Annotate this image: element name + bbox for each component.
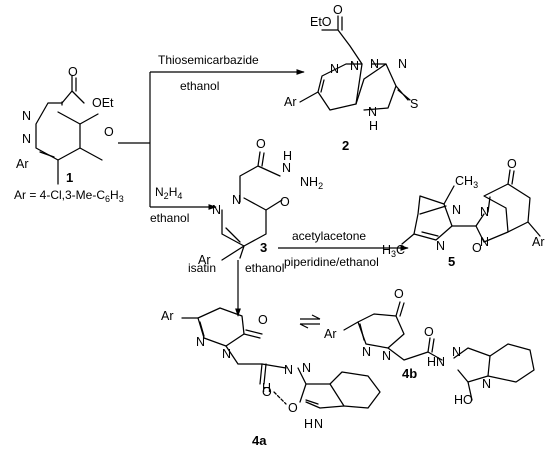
atom-c2-n-triazole-1: N (370, 57, 379, 71)
compound-number-2: 2 (342, 138, 349, 153)
equilibrium-arrows (299, 314, 321, 329)
compound-3-structure (221, 151, 283, 261)
compound-4a-structure (181, 307, 381, 409)
atom-c5-n-pyridazine-1: N (480, 205, 489, 219)
atom-c2-n-ring: N (330, 62, 339, 76)
atom-c4a-nh: N (284, 363, 293, 377)
atom-c3-nh2: NH2 (300, 175, 323, 191)
atom-c4a-indole-n: N (314, 417, 323, 431)
atom-c3-aryl: Ar (198, 253, 211, 267)
compound-1-structure (35, 75, 103, 185)
atom-c2-n-link: N (350, 59, 359, 73)
condition-to-5-solvent: piperidine/ethanol (284, 255, 379, 269)
atom-c4a-indole-h: H (304, 417, 313, 431)
atom-c5-ch3: CH3 (455, 174, 478, 190)
atom-c5-n-pyrazole-2: N (436, 239, 445, 253)
atom-c4b-hydrazone-n: N (452, 345, 461, 359)
atom-c4b-nh: N (436, 355, 445, 369)
atom-c3-ring-o: O (280, 195, 290, 209)
compound-number-1: 1 (66, 170, 73, 185)
atom-c1-n2: N (22, 132, 31, 146)
atom-c4a-hydrazone-n: N (302, 361, 311, 375)
atom-c4b-n1: N (362, 345, 371, 359)
atom-c4b-oh: HO (454, 393, 473, 407)
atom-c1-ring-o: O (104, 125, 114, 139)
atom-c4a-n2: N (222, 347, 231, 361)
branch-lines (118, 72, 151, 207)
atom-c1-ester: OEt (92, 96, 114, 110)
atom-c1-aryl: Ar (16, 157, 29, 171)
atom-c5-ring-o: O (507, 157, 517, 171)
atom-c4b-n2: N (382, 349, 391, 363)
atom-c2-n-triazole-2: N (398, 57, 407, 71)
compound-number-4a: 4a (252, 433, 267, 448)
atom-c5-n-pyridazine-2: N (480, 235, 489, 249)
condition-to-3-solvent: ethanol (150, 211, 189, 225)
condition-to-4-solvent: ethanol (245, 261, 284, 275)
atom-c2-ester: EtO (310, 15, 332, 29)
atom-c4a-amide-o: O (262, 385, 272, 399)
atom-c5-h3c: H3C (382, 243, 405, 259)
condition-to-2-reagent: Thiosemicarbazide (158, 53, 259, 67)
condition-to-5-reagent: acetylacetone (292, 229, 366, 243)
atom-c3-n1: N (232, 193, 241, 207)
condition-to-3-reagent: N2H4 (155, 185, 182, 201)
atom-c5-amide-o: O (472, 241, 482, 255)
atom-c4a-indole-o: O (288, 401, 298, 415)
atom-c3-nh: N (282, 161, 291, 175)
compound-number-4b: 4b (402, 366, 417, 381)
condition-to-2-solvent: ethanol (180, 79, 219, 93)
atom-c2-carbonyl: O (333, 3, 343, 17)
compound-4b-structure (343, 301, 535, 401)
condition-to-4-reagent: isatin (188, 261, 216, 275)
atom-c4b-ring-o: O (394, 287, 404, 301)
atom-c5-aryl: Ar (532, 235, 545, 249)
compound-2-structure (299, 15, 411, 111)
atom-c1-n1: N (22, 109, 31, 123)
atom-c4a-ring-o: O (258, 313, 268, 327)
atom-c4a-h: H (262, 381, 271, 395)
compound-5-structure (401, 169, 541, 245)
compound-number-3: 3 (260, 240, 267, 255)
atom-c2-thione: S (410, 97, 418, 111)
atom-c3-n2: N (212, 203, 221, 217)
compound-number-5: 5 (448, 254, 455, 269)
atom-c4b-indole-n: N (482, 377, 491, 391)
atom-c4b-amide-o: O (424, 325, 434, 339)
aryl-definition: Ar = 4-Cl,3-Me-C6H3 (14, 188, 124, 204)
atom-c5-n-pyrazole-1: N (452, 203, 461, 217)
atom-c4a-aryl: Ar (161, 309, 174, 323)
atom-c3-carbonyl: O (256, 137, 266, 151)
atom-c2-aryl: Ar (284, 95, 297, 109)
atom-c2-h: H (369, 119, 378, 133)
atom-c1-carbonyl-o: O (68, 65, 78, 79)
atom-c2-nh: N (368, 105, 377, 119)
atom-c3-h: H (283, 149, 292, 163)
atom-c4b-aryl: Ar (324, 327, 337, 341)
atom-c4a-n1: N (196, 335, 205, 349)
atom-c4b-h: H (427, 355, 436, 369)
